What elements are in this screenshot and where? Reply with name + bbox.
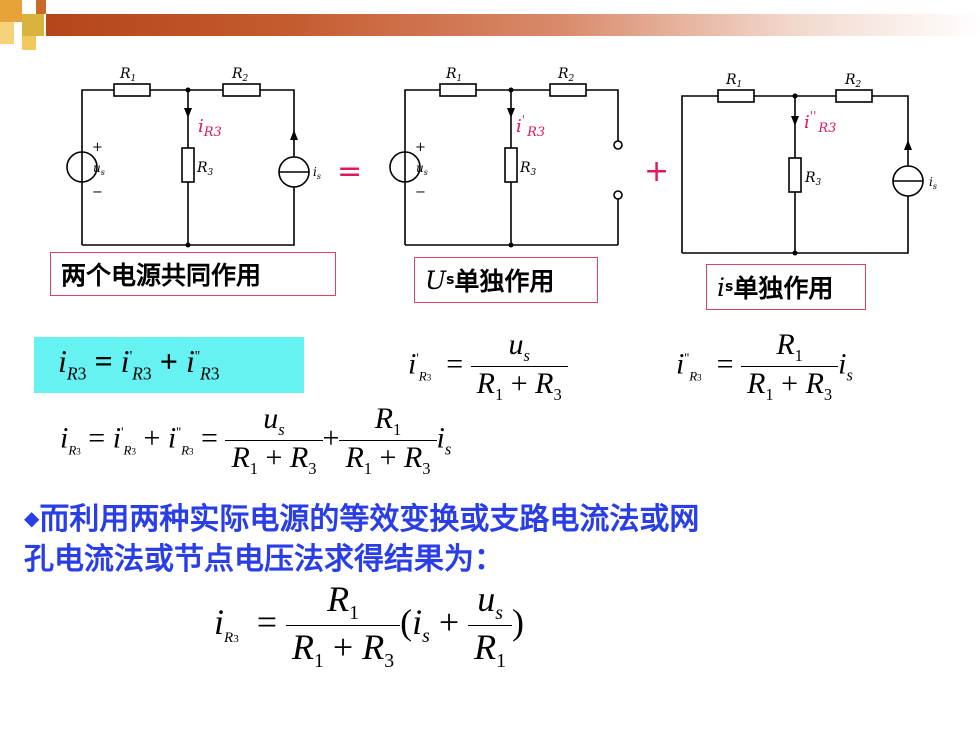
us-var: U bbox=[425, 265, 447, 295]
svg-text:i'R3: i'R3 bbox=[516, 113, 545, 140]
cs-sub: s bbox=[317, 172, 321, 181]
cs-label: i bbox=[313, 165, 317, 179]
vs-minus: − bbox=[92, 185, 103, 200]
header-square bbox=[22, 14, 44, 36]
current-label: i bbox=[198, 116, 204, 137]
circuit-us-alone: R1 R2 R3 i'R3 us + − bbox=[389, 66, 623, 248]
header-square bbox=[22, 36, 36, 50]
label-both-sources-text: 两个电源共同作用 bbox=[61, 261, 262, 290]
svg-text:+: + bbox=[415, 140, 426, 155]
bullet-icon: ◆ bbox=[24, 506, 40, 530]
svg-text:R2: R2 bbox=[231, 66, 249, 84]
header-square bbox=[0, 0, 22, 22]
svg-text:us: us bbox=[93, 161, 105, 177]
plus-sign: + bbox=[644, 154, 670, 189]
note-line1-text: 而利用两种实际电源的等效变换或支路电流法或网 bbox=[39, 502, 700, 537]
vs-sub: s bbox=[101, 168, 105, 177]
is-var: i bbox=[717, 272, 725, 302]
circuit-is-alone: R1 R2 R3 i''R3 is bbox=[681, 72, 937, 256]
note-line1: ◆而利用两种实际电源的等效变换或支路电流法或网 bbox=[24, 498, 699, 540]
svg-text:iR3: iR3 bbox=[198, 116, 222, 140]
svg-text:R3: R3 bbox=[196, 160, 214, 178]
svg-text:R2: R2 bbox=[844, 72, 862, 90]
r1-sub: 1 bbox=[131, 74, 137, 84]
is-text: 单独作用 bbox=[733, 274, 834, 303]
r3-label: R bbox=[196, 160, 208, 176]
svg-text:R1: R1 bbox=[725, 72, 742, 90]
us-text: 单独作用 bbox=[454, 267, 555, 296]
r1-label: R bbox=[119, 66, 131, 82]
us-sub: s bbox=[446, 272, 455, 288]
svg-text:us: us bbox=[416, 161, 428, 177]
svg-text:is: is bbox=[313, 165, 321, 181]
svg-text:is: is bbox=[929, 175, 937, 191]
r3-sub: 3 bbox=[208, 168, 214, 178]
circuit-both-sources: R1 R2 R3 iR3 us + − is bbox=[66, 66, 321, 248]
is-sub: s bbox=[725, 279, 734, 295]
vs-plus: + bbox=[92, 140, 103, 155]
current-sub: R3 bbox=[203, 125, 222, 140]
svg-text:R3: R3 bbox=[804, 170, 822, 188]
header-square bbox=[36, 0, 46, 14]
superposition-highlight bbox=[34, 337, 304, 393]
svg-text:−: − bbox=[415, 185, 426, 200]
svg-text:R3: R3 bbox=[519, 160, 537, 178]
header-square bbox=[0, 22, 14, 44]
r2-sub: 2 bbox=[242, 74, 249, 84]
r2-label: R bbox=[231, 66, 243, 82]
svg-text:R1: R1 bbox=[119, 66, 136, 84]
label-both-sources: 两个电源共同作用 bbox=[50, 252, 336, 296]
vs-label: u bbox=[93, 161, 101, 175]
svg-text:R2: R2 bbox=[557, 66, 575, 84]
formula-superposition: iR3 = i'R3 + i''R3 bbox=[58, 343, 220, 384]
svg-text:R1: R1 bbox=[445, 66, 462, 84]
equals-sign: = bbox=[337, 154, 363, 189]
note-line2: 孔电流法或节点电压法求得结果为： bbox=[24, 542, 504, 577]
header-bar bbox=[46, 14, 980, 36]
svg-text:i''R3: i''R3 bbox=[804, 109, 836, 136]
